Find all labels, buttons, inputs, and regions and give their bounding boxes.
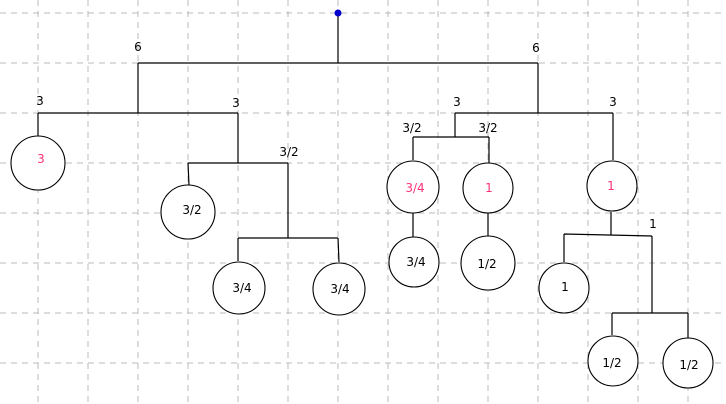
- edge-label: 6: [134, 40, 142, 54]
- node[interactable]: 1/2: [587, 335, 639, 387]
- node[interactable]: 3/4: [386, 160, 440, 214]
- node[interactable]: 1/2: [662, 337, 714, 389]
- node-value: 3: [37, 152, 45, 166]
- edge-label: 3/2: [402, 121, 421, 135]
- node-value: 3/4: [405, 181, 424, 195]
- edge-label: 6: [532, 41, 540, 55]
- node-value: 1/2: [477, 257, 496, 271]
- node-value: 1: [485, 181, 493, 195]
- node[interactable]: 3/4: [312, 262, 366, 316]
- edge-label: 3: [232, 96, 240, 110]
- node-value: 1/2: [602, 356, 621, 370]
- node-value: 1: [607, 179, 615, 193]
- node[interactable]: 1/2: [460, 235, 516, 291]
- node[interactable]: 3/2: [160, 184, 216, 240]
- node[interactable]: 1: [538, 262, 590, 314]
- nodes: 3 3/2 3/4 3/4 3/4 3/4 1 1/2 1 1 1/2 1/2: [10, 135, 714, 389]
- tree-edges: [37, 13, 689, 338]
- edge-label: 3: [609, 95, 617, 109]
- node[interactable]: 1: [586, 160, 638, 212]
- node[interactable]: 3: [10, 135, 66, 191]
- edge-labels: 6 6 3 3 3/2 3 3 3/2 3/2 1: [36, 40, 657, 231]
- edge-label: 3: [453, 95, 461, 109]
- node-value: 1: [561, 280, 569, 294]
- node-value: 3/4: [330, 282, 349, 296]
- edge-label: 1: [649, 217, 657, 231]
- node-value: 3/4: [406, 255, 425, 269]
- node-value: 1/2: [679, 358, 698, 372]
- edge-label: 3/2: [478, 121, 497, 135]
- root-pivot-dot[interactable]: [334, 9, 342, 17]
- node[interactable]: 1: [462, 162, 514, 214]
- edge-label: 3: [36, 94, 44, 108]
- node-value: 3/2: [182, 203, 201, 217]
- node[interactable]: 3/4: [388, 236, 440, 288]
- node-value: 3/4: [232, 281, 251, 295]
- node[interactable]: 3/4: [212, 261, 266, 315]
- edge-label: 3/2: [279, 145, 298, 159]
